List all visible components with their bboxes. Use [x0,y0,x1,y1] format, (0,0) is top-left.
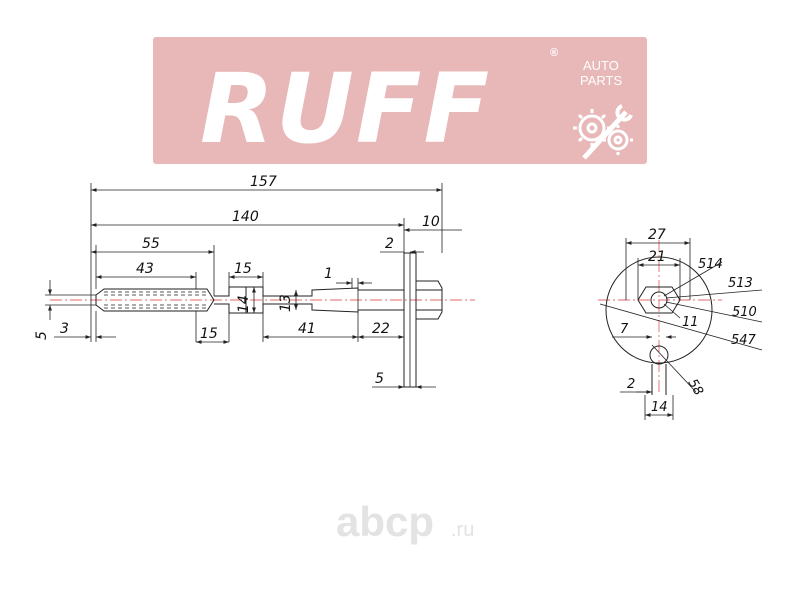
dim-2-end: 2 [627,377,635,392]
dim-14-collar: 14 [236,295,252,313]
end-view: 27 21 514 513 510 547 11 7 58 2 14 [598,227,763,420]
dim-27: 27 [648,227,666,243]
dim-547: 547 [731,333,757,348]
watermark: abcp .ru [336,498,474,545]
gears-wrench-icon [573,104,633,160]
dim-55: 55 [142,236,160,252]
brand-logo: RUFF ® AUTO PARTS [153,37,647,165]
dim-10: 10 [422,214,440,230]
dim-22: 22 [372,321,390,337]
logo-sub-parts: PARTS [580,73,622,88]
dim-140: 140 [232,209,259,225]
logo-background [153,37,647,164]
logo-wordmark: RUFF [200,53,491,165]
dim-157: 157 [250,174,277,190]
dim-3: 3 [60,321,69,337]
watermark-suffix: .ru [451,519,474,541]
dim-21: 21 [648,249,666,265]
dim-43: 43 [136,261,154,277]
dim-13-shaft: 13 [278,294,294,312]
dim-15-upper: 15 [234,261,252,277]
dim-513: 513 [728,276,753,291]
dim-514: 514 [698,257,723,272]
dim-5-left: 5 [34,331,50,340]
side-view: 157 140 10 2 55 43 15 14 1 13 5 [34,174,475,389]
dim-14-end: 14 [651,400,668,415]
dim-58: 58 [685,377,706,399]
dim-15-lower: 15 [200,326,218,342]
logo-registered-mark: ® [550,47,558,59]
dim-5-bottom: 5 [375,371,384,387]
dim-1: 1 [324,266,333,282]
logo-sub-auto: AUTO [583,58,619,73]
dim-7: 7 [620,322,629,337]
dim-11: 11 [682,315,699,330]
dim-41: 41 [298,321,316,337]
watermark-text: abcp [336,498,434,545]
dim-510: 510 [732,305,757,320]
dim-2-flange: 2 [385,236,394,252]
